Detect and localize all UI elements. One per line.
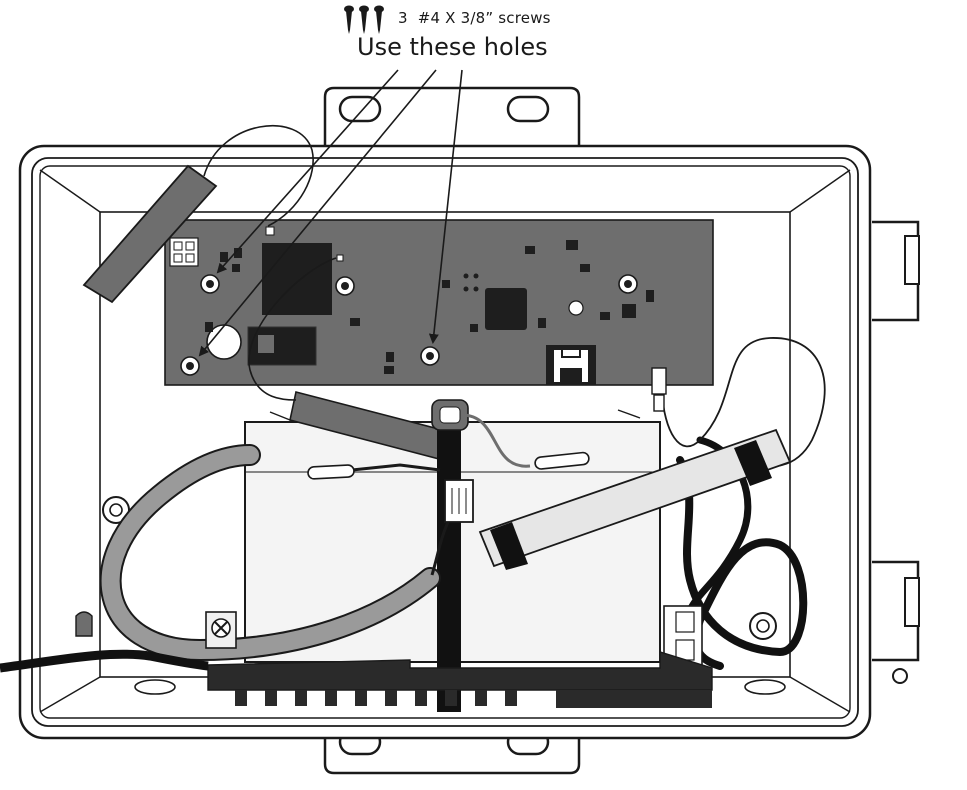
screw-icon: [344, 5, 354, 34]
loop-wire: [661, 337, 826, 468]
top-mounting-tab: [323, 86, 581, 150]
floor-boss: [134, 679, 176, 695]
hinge-bottom: [872, 560, 920, 684]
phone-jack-icon: [554, 350, 588, 382]
screw-icon-group: [344, 5, 384, 34]
entry-cable: [0, 649, 209, 673]
holes-instruction: Use these holes: [357, 33, 548, 61]
wire: [351, 463, 441, 472]
board-wire: [248, 257, 337, 401]
floor-boss: [744, 679, 786, 695]
hinge-top: [872, 220, 920, 322]
wire: [461, 413, 531, 468]
mounting-hole-icon: [749, 612, 777, 640]
mounting-hole-icon: [618, 274, 638, 294]
mounting-hole-icon: [335, 276, 355, 296]
processor-chip: [485, 288, 527, 330]
main-cable: [101, 446, 439, 660]
module-chip: [262, 243, 332, 315]
grommet: [75, 611, 93, 637]
velcro-strap: [478, 428, 792, 568]
screw-icon: [374, 5, 384, 34]
antenna: [82, 164, 218, 304]
arrow-icon: [216, 69, 399, 274]
crimp-connector: [307, 464, 355, 480]
circuit-board: [164, 219, 714, 386]
coax-connector: [651, 367, 667, 395]
arrow-icon: [198, 69, 437, 357]
strap-band: [734, 440, 772, 486]
mounting-hole-icon: [200, 274, 220, 294]
screw-icon: [359, 5, 369, 34]
battery-tray: [207, 651, 713, 708]
screw-spec: #4 X 3/8” screws: [417, 9, 551, 27]
antenna-wire: [203, 125, 314, 227]
arrow-icon: [428, 69, 463, 344]
crimp-connector: [534, 451, 590, 470]
ground-screw: [205, 611, 237, 649]
screw-caption: 3 #4 X 3/8” screws: [398, 9, 551, 27]
strap-band: [490, 522, 528, 570]
wire: [430, 521, 450, 576]
cable-tie: [437, 412, 461, 712]
mounting-hole-icon: [420, 346, 440, 366]
screw-count: 3: [398, 9, 408, 27]
mounting-hole-icon: [180, 356, 200, 376]
